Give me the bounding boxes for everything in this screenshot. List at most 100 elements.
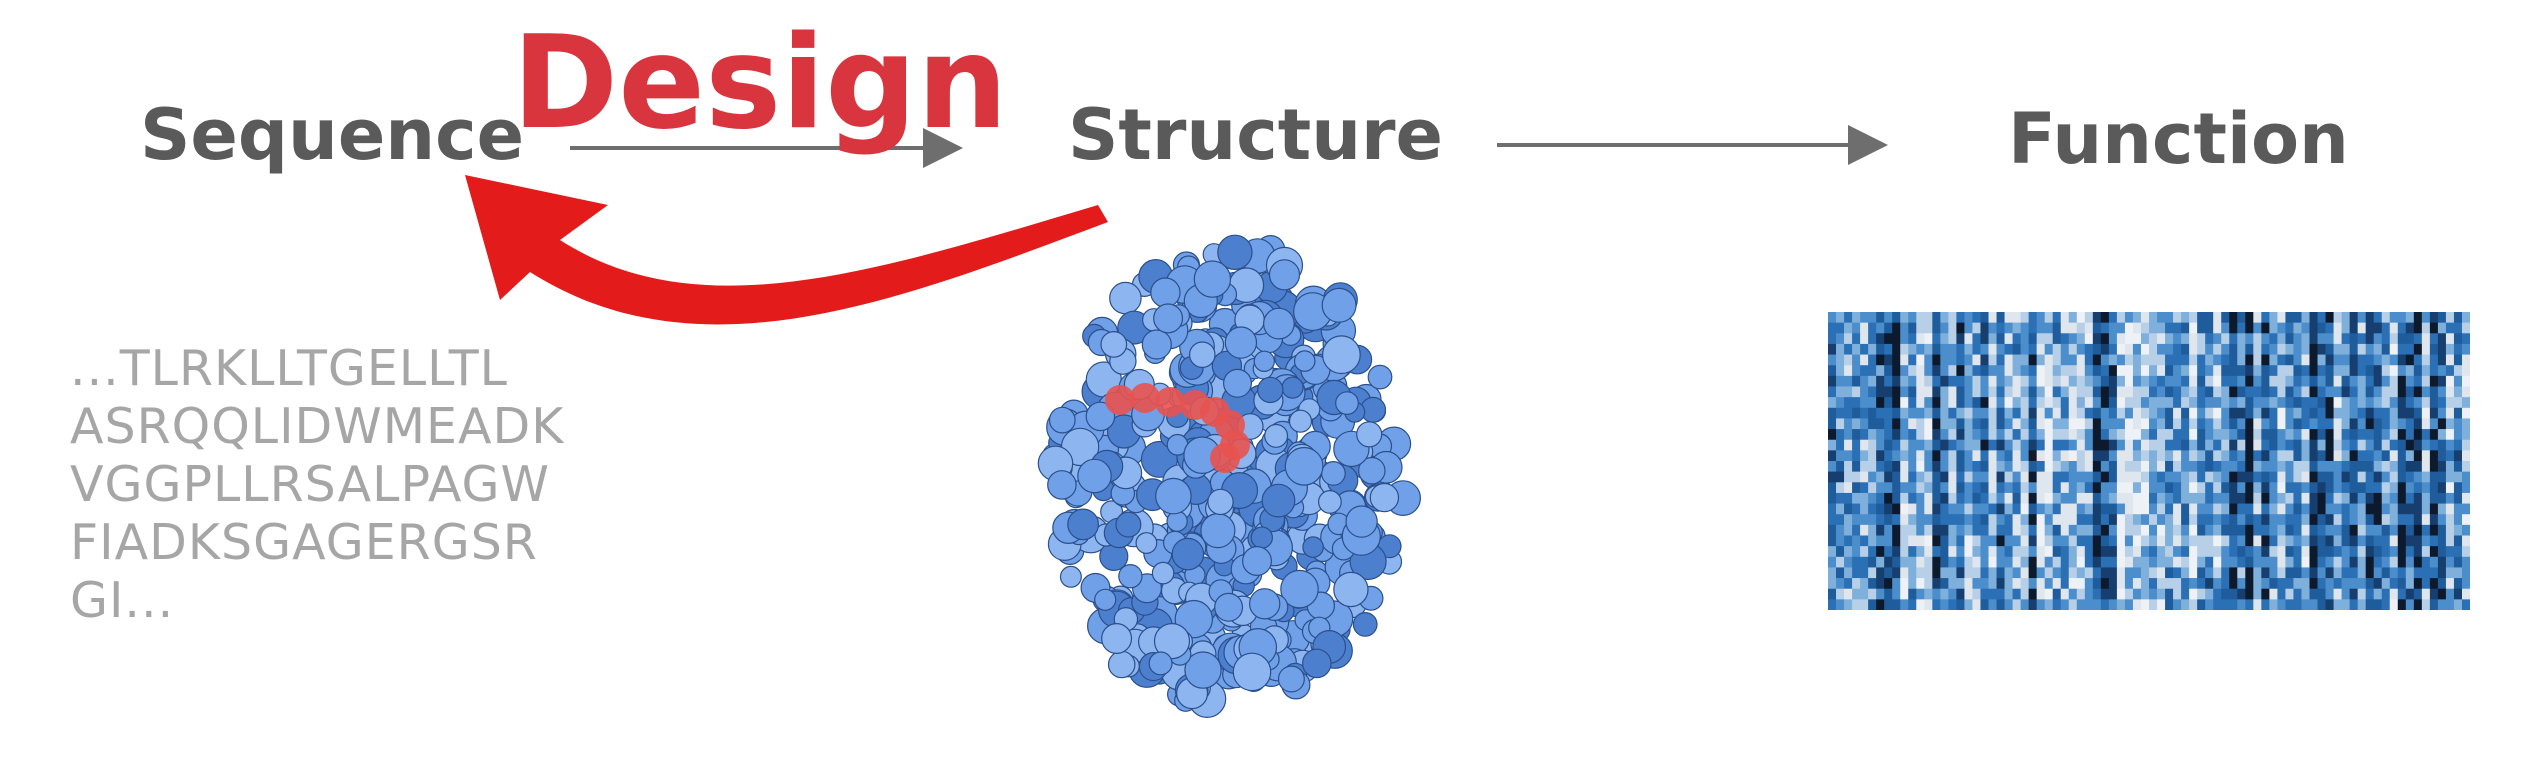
heatmap-cell [1972,482,1981,494]
heatmap-cell [2341,535,2351,547]
heatmap-cell [2116,375,2126,387]
heatmap-cell [2285,407,2294,419]
heatmap-cell [2124,492,2134,504]
heatmap-cell [2325,418,2334,430]
heatmap-cell [2124,354,2134,366]
heatmap-cell [2317,482,2326,494]
heatmap-cell [2124,450,2134,462]
heatmap-cell [2445,482,2455,494]
heatmap-cell [2405,343,2415,355]
heatmap-cell [2189,546,2198,558]
heatmap-cell [1948,375,1957,387]
heatmap-cell [2084,578,2094,590]
protein-atom [1293,350,1316,372]
heatmap-cell [2421,471,2431,483]
heatmap-cell [2197,397,2206,409]
heatmap-cell [1836,535,1845,547]
heatmap-cell [2357,578,2367,590]
heatmap-cell [2132,588,2142,600]
heatmap-cell [2084,450,2094,462]
heatmap-cell [2221,524,2230,536]
heatmap-cell [2325,365,2334,377]
heatmap-cell [1884,429,1893,441]
heatmap-cell [2397,375,2407,387]
heatmap-cell [2012,535,2022,547]
heatmap-cell [2132,397,2142,409]
heatmap-cell [1964,535,1973,547]
heatmap-cell [2253,524,2262,536]
heatmap-cell [2076,397,2086,409]
heatmap-cell [2140,333,2150,345]
heatmap-cell [2381,439,2391,451]
heatmap-cell [2012,503,2022,515]
heatmap-cell [2004,333,2013,345]
heatmap-cell [2165,546,2174,558]
heatmap-cell [2084,322,2094,334]
heatmap-cell [2213,365,2222,377]
heatmap-cell [2245,514,2254,526]
heatmap-cell [1844,546,1853,558]
heatmap-cell [2132,439,2142,451]
heatmap-cell [2020,386,2030,398]
heatmap-cell [2060,322,2070,334]
heatmap-cell [2197,375,2206,387]
heatmap-cell [2405,333,2415,345]
heatmap-cell [1964,567,1973,579]
heatmap-cell [1932,578,1941,590]
heatmap-cell [2124,503,2134,515]
heatmap-cell [2149,556,2158,568]
heatmap-cell [2173,397,2182,409]
heatmap-cell [2365,567,2375,579]
heatmap-cell [2309,503,2318,515]
heatmap-cell [1940,461,1949,473]
heatmap-cell [2205,365,2214,377]
heatmap-cell [2044,514,2054,526]
heatmap-cell [2197,599,2206,610]
heatmap-cell [1844,524,1853,536]
heatmap-cell [2349,333,2359,345]
heatmap-cell [1996,375,2005,387]
heatmap-cell [2044,546,2054,558]
heatmap-cell [2317,524,2326,536]
protein-atom [1302,536,1324,558]
heatmap-cell [1940,397,1949,409]
heatmap-cell [2100,546,2110,558]
heatmap-cell [2068,492,2078,504]
heatmap-cell [1884,322,1893,334]
heatmap-cell [1892,546,1901,558]
heatmap-cell [2381,503,2391,515]
heatmap-cell [2285,567,2294,579]
heatmap-cell [2301,450,2310,462]
heatmap-cell [2261,343,2270,355]
protein-atom [1150,277,1181,308]
heatmap-cell [2373,407,2383,419]
heatmap-cell [2116,365,2126,377]
heatmap-cell [2445,418,2455,430]
heatmap-cell [2405,322,2415,334]
heatmap-cell [2205,375,2214,387]
heatmap-cell [2108,461,2118,473]
heatmap-cell [1972,429,1981,441]
heatmap-cell [2309,461,2318,473]
heatmap-cell [2461,503,2470,515]
heatmap-cell [2181,333,2190,345]
heatmap-cell [2293,546,2302,558]
heatmap-cell [2181,588,2190,600]
heatmap-cell [2461,461,2470,473]
heatmap-cell [1964,524,1973,536]
heatmap-cell [2173,365,2182,377]
heatmap-cell [2068,556,2078,568]
heatmap-cell [1900,354,1909,366]
heatmap-cell [2237,471,2246,483]
heatmap-cell [2213,439,2222,451]
heatmap-cell [2124,588,2134,600]
heatmap-cell [1972,450,1981,462]
heatmap-cell [2413,503,2423,515]
heatmap-cell [1876,461,1885,473]
heatmap-cell [2301,514,2310,526]
protein-atom [1118,564,1143,589]
heatmap-cell [2245,322,2254,334]
heatmap-cell [2213,429,2222,441]
heatmap-cell [2325,556,2334,568]
heatmap-cell [1972,407,1981,419]
